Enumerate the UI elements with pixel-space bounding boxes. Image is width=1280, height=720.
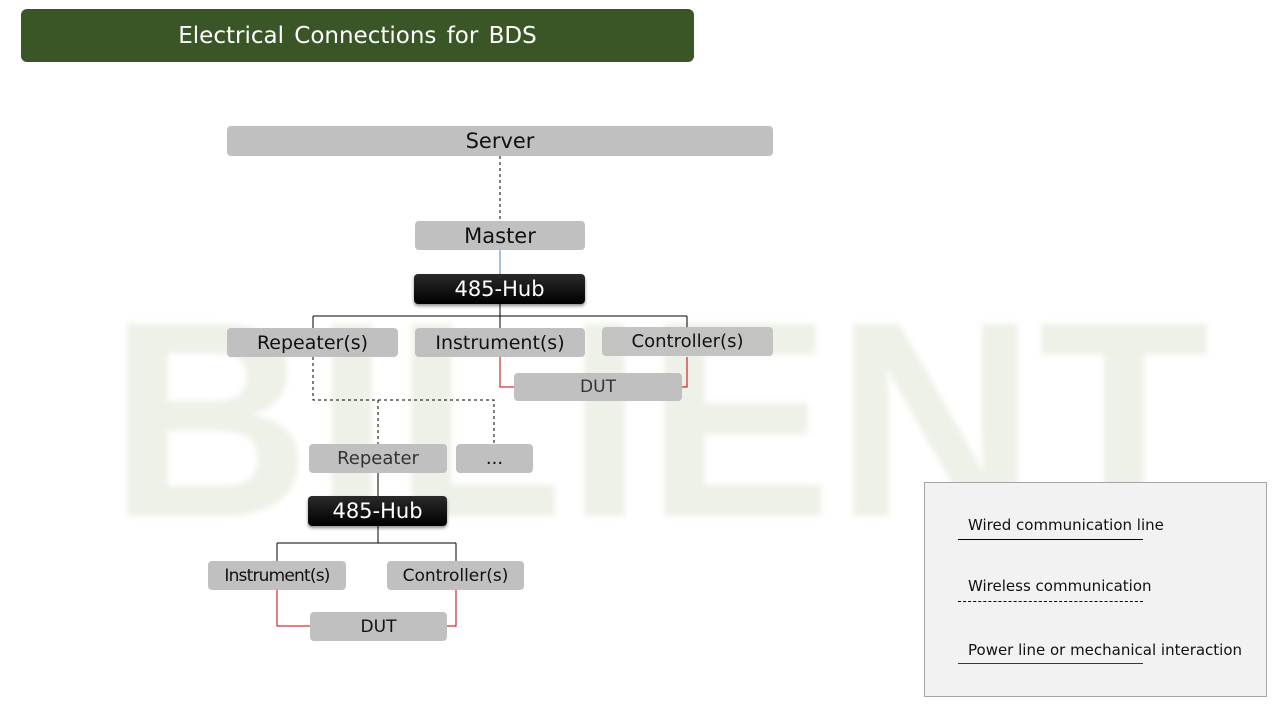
dut-top-node: DUT xyxy=(514,373,682,401)
wireless-repeaters-bus xyxy=(312,357,495,444)
legend-wireless-label: Wireless communication xyxy=(968,577,1152,595)
legend-wired-line xyxy=(958,539,1143,540)
hub-bottom-node: 485-Hub xyxy=(308,496,447,526)
controllers-bottom-node: Controller(s) xyxy=(387,561,524,590)
ellipsis-node: ... xyxy=(456,444,533,473)
instruments-top-node: Instrument(s) xyxy=(415,328,585,357)
server-node: Server xyxy=(227,126,773,156)
legend-power-line xyxy=(958,663,1143,664)
power-controller-dut-top xyxy=(682,357,688,388)
repeater-node: Repeater xyxy=(309,444,447,473)
power-instrument-dut-bottom xyxy=(276,590,310,627)
master-node: Master xyxy=(415,221,585,250)
repeaters-node: Repeater(s) xyxy=(227,328,398,357)
legend-power-label: Power line or mechanical interaction xyxy=(968,641,1243,659)
slide-title: Electrical Connections for BDS xyxy=(21,9,694,62)
legend-wired-label: Wired communication line xyxy=(968,516,1164,534)
legend-panel: Wired communication line Wireless commun… xyxy=(924,482,1267,697)
power-controller-dut-bottom xyxy=(446,590,457,627)
dut-bottom-node: DUT xyxy=(310,612,447,641)
legend-wireless-line xyxy=(958,601,1143,602)
hub-top-node: 485-Hub xyxy=(414,274,585,304)
power-instrument-dut-top xyxy=(499,357,514,388)
controllers-top-node: Controller(s) xyxy=(602,327,773,356)
instruments-bottom-node: Instrument(s) xyxy=(208,561,346,590)
